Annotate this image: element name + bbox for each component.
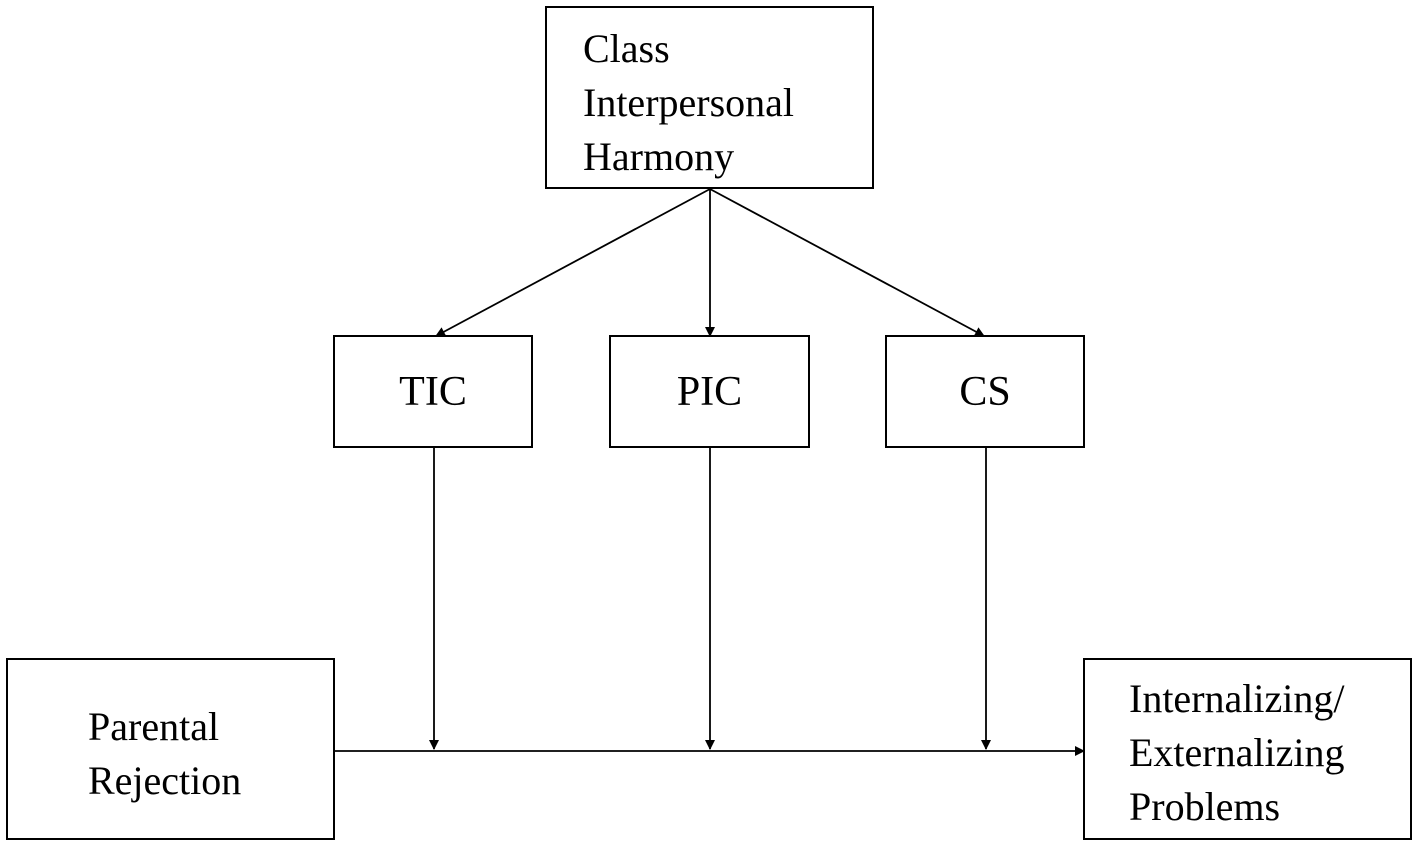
node-tic-label: TIC <box>399 368 467 415</box>
node-cs: CS <box>885 335 1085 448</box>
node-class-interpersonal-harmony-line-2: Interpersonal <box>583 80 795 125</box>
node-problems-line-2: Externalizing <box>1129 730 1345 775</box>
node-class-interpersonal-harmony: Class Interpersonal Harmony <box>545 6 874 189</box>
node-problems-line-3: Problems <box>1129 784 1281 829</box>
node-parental-rejection-line-1: Parental <box>88 704 220 749</box>
node-parental-rejection: Parental Rejection <box>6 658 335 840</box>
node-tic: TIC <box>333 335 533 448</box>
node-problems-line-1: Internalizing/ <box>1129 676 1345 721</box>
arrow-harmony-to-tic <box>435 188 711 337</box>
node-parental-rejection-line-2: Rejection <box>88 758 242 803</box>
node-cs-label: CS <box>959 368 1011 415</box>
node-class-interpersonal-harmony-line-3: Harmony <box>583 134 735 179</box>
node-pic-label: PIC <box>676 368 743 415</box>
arrow-harmony-to-cs <box>709 188 985 337</box>
node-internalizing-externalizing-problems: Internalizing/ Externalizing Problems <box>1083 658 1412 840</box>
node-pic: PIC <box>609 335 810 448</box>
node-class-interpersonal-harmony-line-1: Class <box>583 26 670 71</box>
